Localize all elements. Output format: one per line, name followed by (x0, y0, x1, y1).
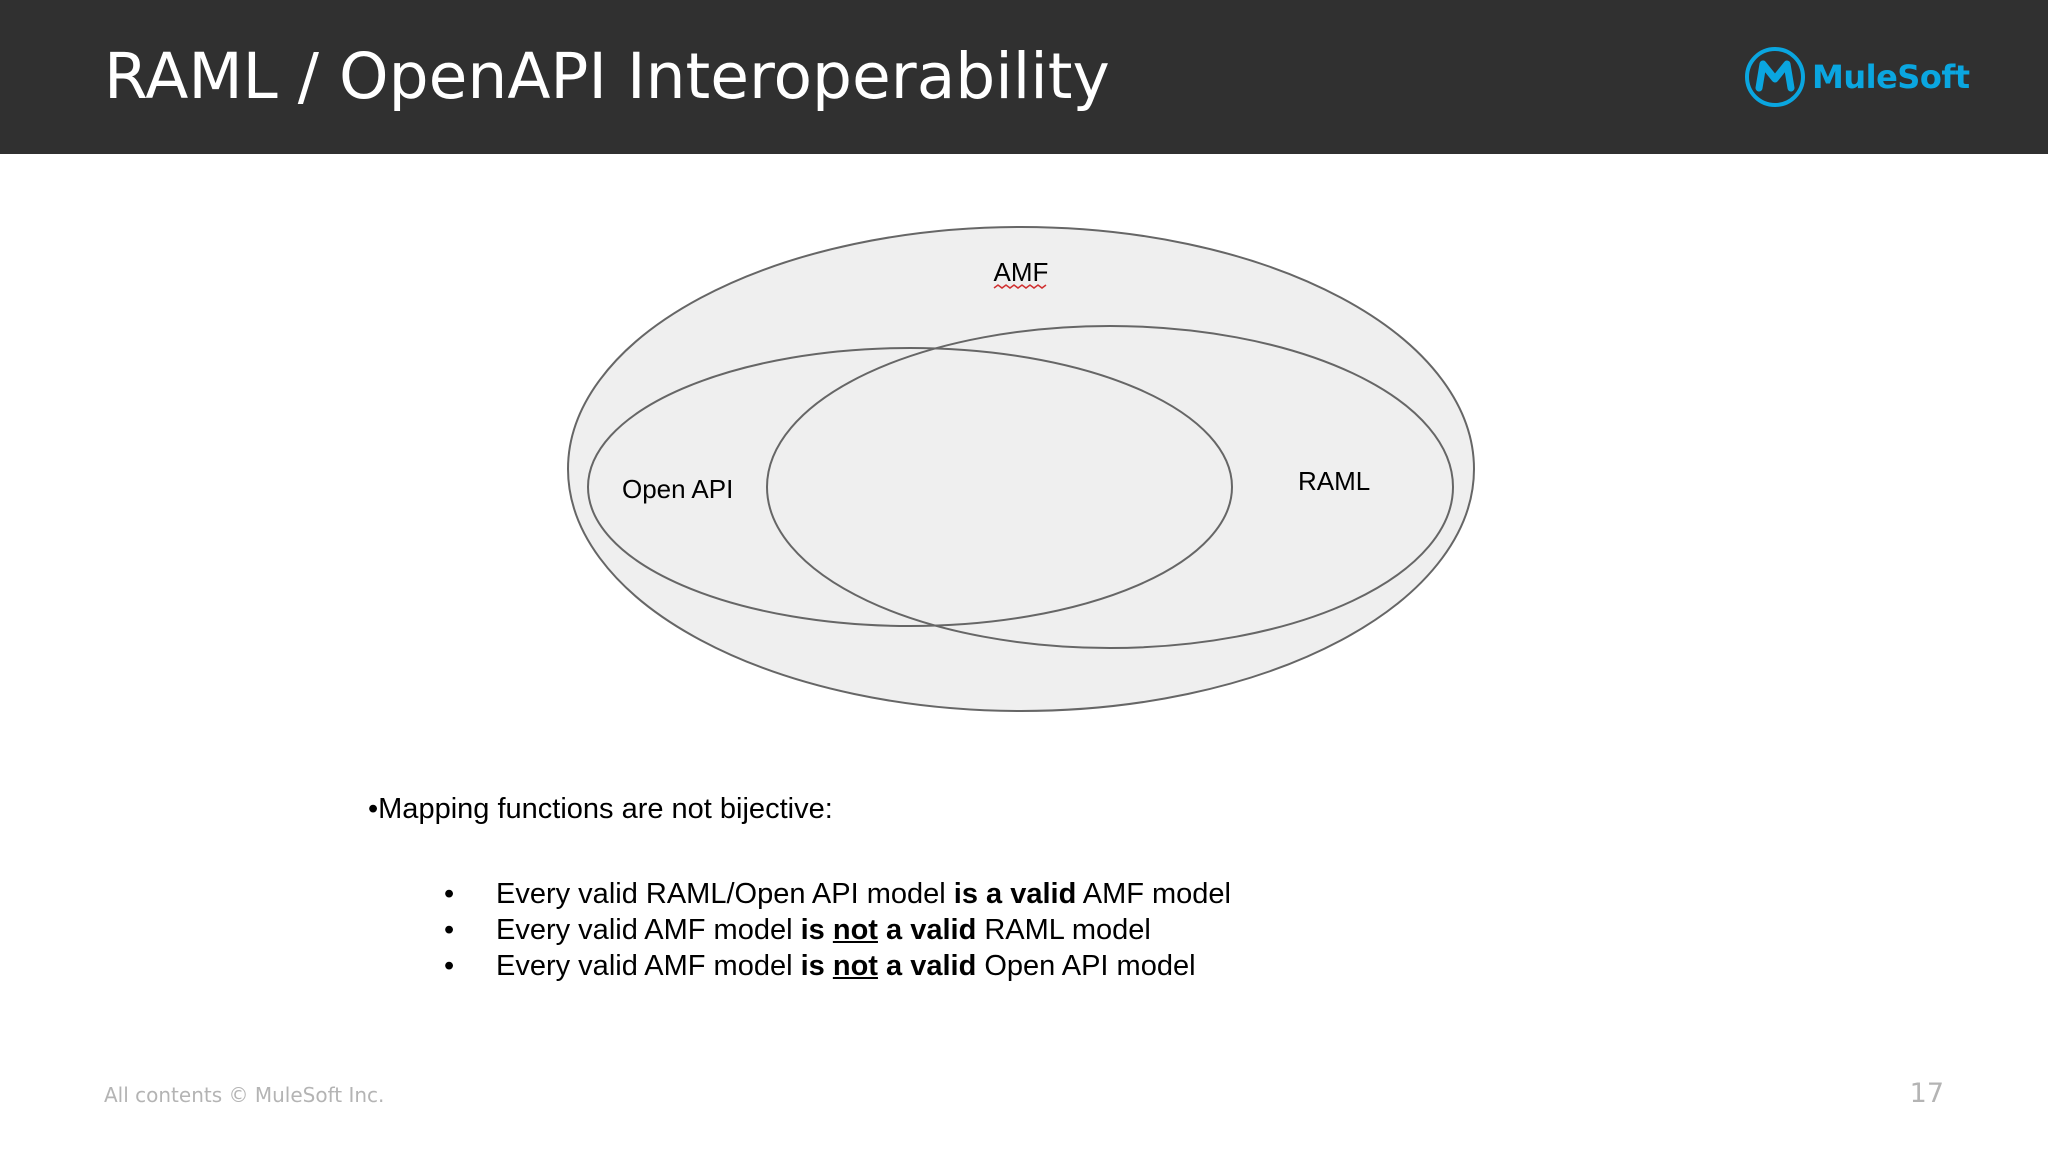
slide-header: RAML / OpenAPI Interoperability MuleSoft (0, 0, 2048, 154)
bullet-text-end: Open API model (976, 950, 1196, 982)
slide-title: RAML / OpenAPI Interoperability (104, 40, 1110, 113)
bullet-text: Every valid AMF model (496, 950, 801, 982)
bullet-emphasis-valid: a valid (877, 950, 977, 982)
bullet-text: Every valid AMF model (496, 914, 801, 946)
intro-text: •Mapping functions are not bijective: (368, 793, 833, 825)
bullet-list: • Every valid RAML/Open API model is a va… (444, 876, 1231, 984)
bullet-mark: • (444, 878, 455, 910)
mulesoft-logo: MuleSoft (1744, 46, 1970, 108)
bullet-text: Every valid RAML/Open API model (496, 878, 954, 910)
bullet-emphasis-is: is (800, 914, 833, 946)
openapi-ellipse (587, 347, 1233, 627)
bullet-item: • Every valid RAML/Open API model is a va… (444, 876, 1231, 912)
bullet-item: • Every valid AMF model is not a valid RA… (444, 912, 1231, 948)
page-number: 17 (1909, 1078, 1944, 1109)
raml-ellipse (766, 325, 1454, 649)
amf-ellipse (567, 226, 1475, 712)
bullet-text-end: RAML model (976, 914, 1151, 946)
bullet-mark: • (444, 914, 455, 946)
logo-text: MuleSoft (1812, 58, 1970, 96)
spellcheck-underline (993, 284, 1047, 289)
bullet-emphasis-valid: a valid (877, 914, 977, 946)
raml-label: RAML (1298, 466, 1370, 496)
bullet-emphasis: is a valid (953, 878, 1077, 910)
openapi-label: Open API (622, 474, 733, 504)
bullet-emphasis-not: not (832, 914, 878, 946)
bullet-text-end: AMF model (1076, 878, 1231, 910)
bullet-mark: • (444, 950, 455, 982)
bullet-emphasis-not: not (832, 950, 878, 982)
bullet-emphasis-is: is (800, 950, 833, 982)
bullet-item: • Every valid AMF model is not a valid Op… (444, 948, 1231, 984)
mulesoft-m-icon (1745, 47, 1805, 107)
copyright-footer: All contents © MuleSoft Inc. (104, 1083, 385, 1107)
amf-label: AMF (994, 257, 1049, 287)
